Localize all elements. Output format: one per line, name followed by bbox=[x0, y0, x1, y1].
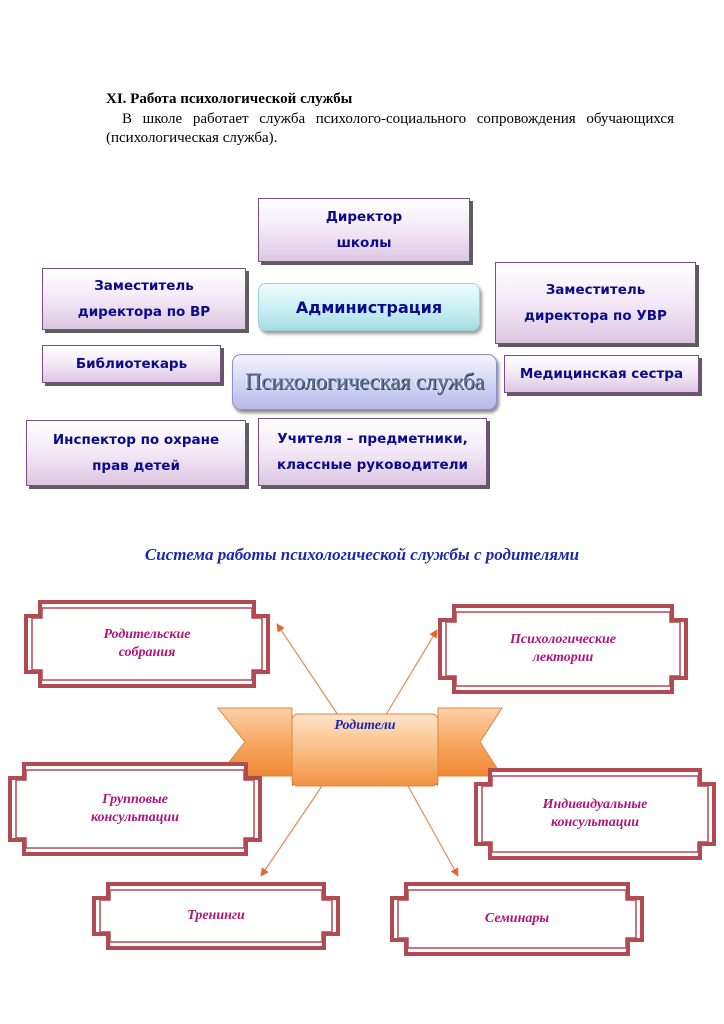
frame-shape-meetings-inner bbox=[31, 607, 263, 681]
frame-shape-meetings-outer bbox=[24, 600, 270, 688]
frame-individual: Индивидуальные консультации bbox=[476, 770, 714, 858]
meetings-line1: Родительские bbox=[103, 627, 191, 642]
director-line2: школы bbox=[336, 235, 392, 251]
frame-shape-individual-outer bbox=[474, 768, 716, 860]
director-box: Директор школы bbox=[258, 198, 470, 262]
individual-line1: Индивидуальные bbox=[542, 797, 648, 812]
frame-shape-seminars-inner bbox=[397, 889, 637, 949]
frame-meetings: Родительские собрания bbox=[26, 602, 268, 686]
inspector-box: Инспектор по охране прав детей bbox=[26, 420, 246, 486]
nurse-box: Медицинская сестра bbox=[504, 355, 699, 393]
group-line1: Групповые bbox=[102, 792, 168, 807]
frame-shape-trainings-outer bbox=[92, 882, 340, 950]
frame-shape-group-inner bbox=[15, 769, 255, 849]
teachers-line1: Учителя – предметники, bbox=[277, 431, 468, 447]
inspector-line2: прав детей bbox=[92, 458, 180, 474]
frame-trainings: Тренинги bbox=[187, 908, 245, 923]
frame-shape-individual-inner bbox=[481, 775, 709, 853]
deputy-vr-line1: Заместитель bbox=[94, 278, 194, 294]
arrow-to-seminars bbox=[407, 785, 459, 877]
arrow-to-meetings bbox=[276, 623, 341, 719]
group-line2: консультации bbox=[90, 810, 180, 825]
arrow-to-trainings bbox=[260, 785, 323, 877]
frame-lectures: Психологические лектории bbox=[440, 606, 686, 692]
parents-section-title: Система работы психологической службы с … bbox=[144, 545, 580, 564]
deputy-uvr-line1: Заместитель bbox=[545, 282, 646, 298]
lectures-line1: Психологические bbox=[509, 632, 617, 647]
psych-service-box: Психологическая служба bbox=[232, 354, 497, 410]
frame-shape-lectures-inner bbox=[445, 611, 681, 687]
deputy-vr-box: Заместитель директора по ВР bbox=[42, 268, 246, 330]
meetings-line2: собрания bbox=[118, 645, 176, 660]
frame-shape-seminars-outer bbox=[390, 882, 644, 956]
section-paragraph: В школе работает служба психолого-социал… bbox=[106, 111, 674, 146]
individual-line2: консультации bbox=[550, 815, 640, 830]
teachers-box: Учителя – предметники, классные руководи… bbox=[258, 418, 487, 486]
section-heading: XI. Работа психологической службы bbox=[106, 91, 353, 107]
frame-group: Групповые консультации bbox=[10, 764, 260, 854]
parents-banner bbox=[216, 707, 503, 787]
librarian-box: Библиотекарь bbox=[42, 345, 221, 383]
parents-center-label: Родители bbox=[334, 718, 396, 733]
frame-seminars: Семинары bbox=[484, 911, 550, 926]
frame-shape-group-outer bbox=[8, 762, 262, 856]
frame-shape-trainings-inner bbox=[99, 889, 333, 943]
teachers-line2: классные руководители bbox=[277, 457, 468, 473]
inspector-line1: Инспектор по охране bbox=[52, 432, 220, 448]
deputy-uvr-box: Заместитель директора по УВР bbox=[495, 262, 696, 344]
frame-shape-lectures-outer bbox=[438, 604, 688, 694]
deputy-uvr-line2: директора по УВР bbox=[524, 308, 667, 324]
lectures-line2: лектории bbox=[532, 650, 594, 665]
arrow-to-lectures bbox=[383, 629, 438, 719]
administration-box: Администрация bbox=[258, 283, 480, 331]
director-line1: Директор bbox=[325, 209, 403, 225]
deputy-vr-line2: директора по ВР bbox=[77, 304, 211, 320]
connector-arrows bbox=[260, 623, 459, 877]
